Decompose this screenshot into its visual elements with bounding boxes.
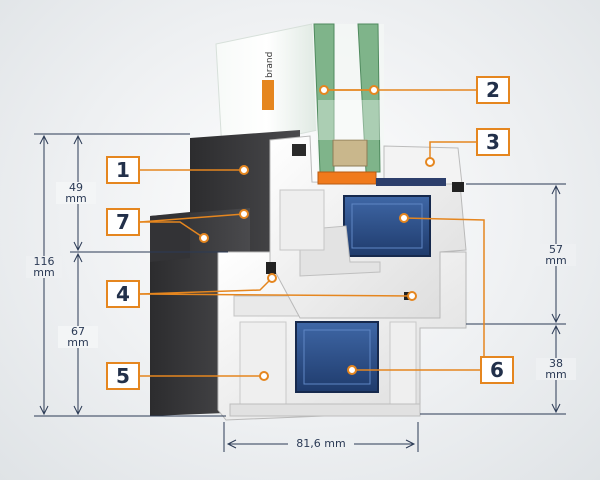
dim-right-bottom: 38 mm [536,358,576,380]
glass-unit [215,23,384,180]
dim-right-top: 57 mm [536,244,576,266]
dim-height-bottom: 67 mm [58,326,98,348]
svg-text:brand: brand [265,52,275,78]
callout-leaders [139,89,485,377]
seal-sash [266,262,276,274]
spacer-desiccant [332,139,368,167]
dim-width: 81,6 mm [288,438,354,449]
dim-height-top: 49 mm [56,182,96,204]
sash-profile [269,135,467,319]
callout-markers [199,85,435,381]
brand-logo: brand [262,52,275,110]
sash-reinforcement [343,195,431,257]
dim-height-total: 116 mm [26,256,62,278]
callout-3: 3 [476,128,510,156]
glazing-gasket-orange [317,171,377,185]
callout-1: 1 [106,156,140,184]
callout-2: 2 [476,76,510,104]
glass-edge-right [357,23,381,173]
frame-reinforcement [295,321,379,393]
callout-7: 7 [106,208,140,236]
callout-6: 6 [480,356,514,384]
seal-outer [452,182,464,192]
callout-4: 4 [106,280,140,308]
callout-5: 5 [106,362,140,390]
